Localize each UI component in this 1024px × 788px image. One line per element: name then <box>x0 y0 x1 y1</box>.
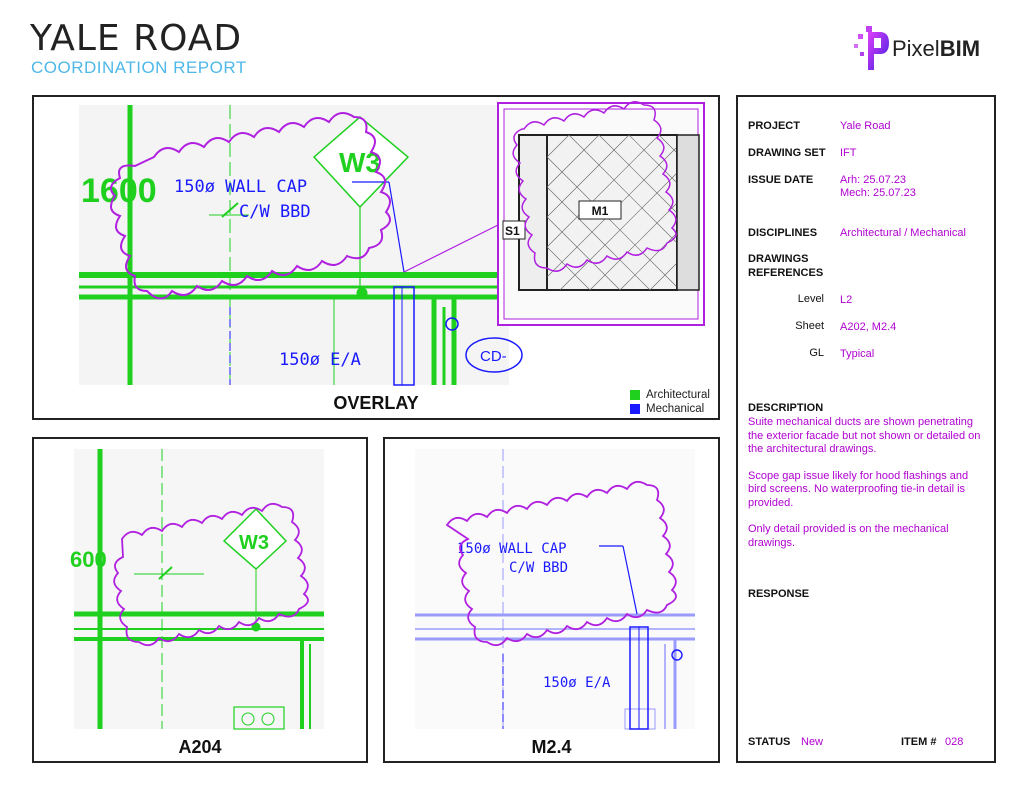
a204-panel: 600 W3 A204 <box>32 437 368 763</box>
description-p3: Only detail provided is on the mechanica… <box>748 523 949 549</box>
legend-architectural-swatch <box>630 390 640 400</box>
report-title: YALE ROAD <box>30 18 243 59</box>
description-p1: Suite mechanical ducts are shown penetra… <box>748 416 981 455</box>
disciplines-label: DISCIPLINES <box>748 227 818 239</box>
a204-caption: A204 <box>178 737 222 757</box>
item-value: 028 <box>945 736 964 748</box>
overlay-cd-label: CD- <box>480 348 507 365</box>
pixelbim-logo: PixelBIM <box>852 24 997 76</box>
description-text: Suite mechanical ducts are shown penetra… <box>748 416 988 563</box>
sheet-label: Sheet <box>795 320 824 332</box>
response-label: RESPONSE <box>748 588 810 600</box>
project-label: PROJECT <box>748 120 800 132</box>
overlay-inset: M1 S1 <box>497 101 705 326</box>
legend-architectural: Architectural <box>630 389 710 401</box>
inset-room-label: M1 <box>592 204 609 218</box>
overlay-drawing: 1600 W3 150ø WALL CAP C/W BBD 150ø E/A C… <box>79 101 705 386</box>
overlay-ea-label: 150ø E/A <box>279 350 361 370</box>
references-label: REFERENCES <box>748 267 824 279</box>
m24-revision-cloud <box>445 480 677 647</box>
issue-date-mech: Mech: 25.07.23 <box>840 187 916 199</box>
drawing-set-value: IFT <box>840 147 857 159</box>
drawing-set-label: DRAWING SET <box>748 147 826 159</box>
overlay-revision-cloud <box>110 112 391 300</box>
a204-tag-label: W3 <box>239 532 269 554</box>
item-label: ITEM # <box>901 736 937 748</box>
issue-date-arh: Arh: 25.07.23 <box>840 174 907 186</box>
overlay-note-line2: C/W BBD <box>239 202 311 222</box>
pixelbim-logo-icon <box>854 26 889 70</box>
disciplines-value: Architectural / Mechanical <box>840 227 966 239</box>
sheet-value: A202, M2.4 <box>840 321 897 333</box>
drawings-label: DRAWINGS <box>748 253 809 265</box>
m24-note-line1: 150ø WALL CAP <box>457 541 567 557</box>
status-value: New <box>801 736 824 748</box>
overlay-tag-label: W3 <box>339 147 381 178</box>
m24-ea-label: 150ø E/A <box>543 675 611 691</box>
legend-architectural-label: Architectural <box>646 389 710 401</box>
info-panel: PROJECT Yale Road DRAWING SET IFT ISSUE … <box>736 95 996 763</box>
legend-mechanical-swatch <box>630 404 640 414</box>
description-p2: Scope gap issue likely for hood flashing… <box>748 469 969 509</box>
overlay-note-line1: 150ø WALL CAP <box>174 177 307 197</box>
m24-panel: 150ø WALL CAP C/W BBD 150ø E/A M2.4 <box>383 437 720 763</box>
a204-drawing: 600 W3 <box>70 449 324 730</box>
inset-s-label: S1 <box>505 224 520 238</box>
gl-label: GL <box>809 347 824 359</box>
m24-caption: M2.4 <box>531 737 572 757</box>
issue-date-label: ISSUE DATE <box>748 174 814 186</box>
report-subtitle: COORDINATION REPORT <box>31 58 247 77</box>
level-label: Level <box>797 293 824 305</box>
status-label: STATUS <box>748 736 791 748</box>
legend-mechanical-label: Mechanical <box>646 403 705 415</box>
m24-note-line2: C/W BBD <box>509 560 568 576</box>
level-value: L2 <box>840 294 853 306</box>
overlay-panel: 1600 W3 150ø WALL CAP C/W BBD 150ø E/A C… <box>32 95 720 420</box>
a204-grid-label: 600 <box>70 547 107 572</box>
overlay-caption: OVERLAY <box>333 393 419 413</box>
gl-value: Typical <box>840 348 875 360</box>
m24-drawing: 150ø WALL CAP C/W BBD 150ø E/A <box>415 449 695 730</box>
legend-mechanical: Mechanical <box>630 403 704 415</box>
pixelbim-logo-text: PixelBIM <box>892 36 981 61</box>
a204-revision-cloud <box>113 502 309 647</box>
project-value: Yale Road <box>840 120 891 132</box>
description-label: DESCRIPTION <box>748 402 824 414</box>
